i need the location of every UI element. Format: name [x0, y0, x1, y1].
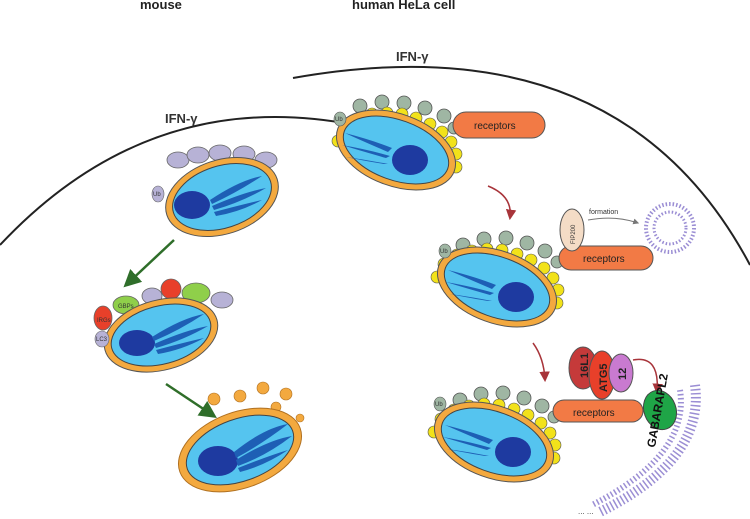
ub-label-human-2: Ub [440, 249, 448, 255]
fip200: FIP200 [559, 208, 585, 252]
phagophore-ring [644, 202, 696, 254]
receptors-1: receptors [452, 111, 546, 139]
human-vacuole-3: Ub receptors [427, 385, 644, 483]
receptors-label-1: receptors [474, 121, 516, 132]
arrow-mouse-2 [165, 382, 217, 418]
arrow-human-3 [632, 358, 663, 395]
receptors-3: receptors [552, 399, 644, 423]
gabarapl2: GABARAPL2 [642, 372, 678, 449]
formation-arrow [587, 217, 640, 225]
formation-label: formation [589, 209, 618, 216]
mouse-vacuole-2: GBPs IRGs LC3 [93, 278, 234, 373]
mouse-vacuole-1: Ub [151, 144, 279, 237]
mouse-cell-membrane [0, 116, 356, 246]
lc3-label-mouse: LC3 [96, 337, 108, 343]
human-cell-membrane [292, 65, 750, 266]
receptors-label-2: receptors [583, 254, 625, 265]
atg16l1-label: 16L1 [579, 353, 591, 378]
atg12 [608, 353, 634, 393]
ub-label-human-1: Ub [335, 117, 343, 123]
ifn-gamma-label-human: IFN-γ [396, 49, 429, 64]
ifn-gamma-label-mouse: IFN-γ [165, 111, 198, 126]
human-vacuole-1: Ub receptors [331, 94, 546, 191]
receptors-2: receptors [558, 245, 654, 271]
gbp-label: GBPs [118, 304, 134, 310]
ellipsis-label: ... ... [578, 507, 594, 516]
ub-label-human-3: Ub [435, 402, 443, 408]
nucleus [174, 191, 210, 219]
arrow-human-1 [487, 185, 517, 221]
atg12-label: 12 [617, 368, 629, 380]
ub-label-mouse: Ub [153, 192, 161, 198]
header-mouse: mouse [140, 0, 182, 12]
phagophore-membrane [590, 384, 701, 517]
irg-label: IRGs [97, 318, 111, 324]
header-human: human HeLa cell [352, 0, 455, 12]
fip200-label: FIP200 [571, 224, 577, 244]
human-vacuole-2: Ub receptors FIP200 [430, 208, 654, 328]
atg-complex: 16L1 ATG5 12 [568, 346, 634, 400]
arrow-human-2 [532, 342, 550, 383]
red-protein [160, 278, 182, 300]
irg-red [93, 305, 113, 331]
arrow-mouse-1 [123, 239, 175, 288]
receptors-label-3: receptors [573, 408, 615, 419]
atg5-label: ATG5 [598, 363, 610, 392]
mouse-vacuole-3-disrupted [177, 381, 305, 493]
